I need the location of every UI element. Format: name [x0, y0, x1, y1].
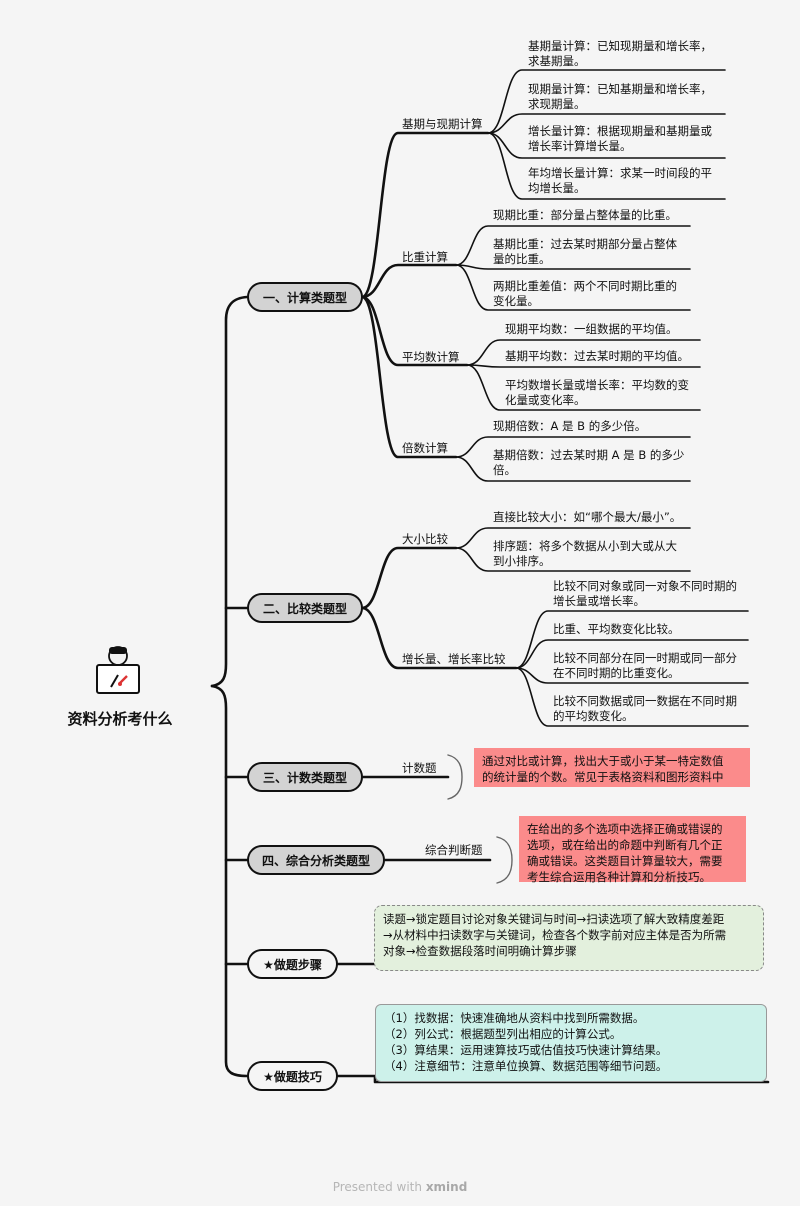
group-proportion[interactable]: 比重计算: [402, 250, 448, 264]
footer-brand: xmind: [425, 1180, 468, 1194]
leaf-average-change[interactable]: 比较不同数据或同一数据在不同时期 的平均数变化。: [553, 694, 737, 723]
leaf-growth-amount[interactable]: 增长量计算：根据现期量和基期量或 增长率计算增长量。: [528, 124, 712, 153]
group-growth-compare[interactable]: 增长量、增长率比较: [402, 652, 506, 666]
group-average[interactable]: 平均数计算: [402, 350, 460, 364]
branch-calculation[interactable]: 一、计算类题型: [247, 282, 363, 312]
leaf-base-proportion[interactable]: 基期比重：过去某时期部分量占整体 量的比重。: [493, 237, 677, 266]
leaf-current-multiple[interactable]: 现期倍数：A 是 B 的多少倍。: [493, 419, 647, 433]
leaf-base-period[interactable]: 基期量计算：已知现期量和增长率， 求基期量。: [528, 39, 712, 68]
leaf-growth-objects[interactable]: 比较不同对象或同一对象不同时期的 增长量或增长率。: [553, 579, 737, 608]
leaf-sorting[interactable]: 排序题：将多个数据从小到大或从大 到小排序。: [493, 539, 677, 568]
branch-counting[interactable]: 三、计数类题型: [247, 762, 363, 792]
counting-question-label[interactable]: 计数题: [402, 761, 437, 775]
branch-tips[interactable]: ★做题技巧: [247, 1061, 338, 1091]
leaf-base-average[interactable]: 基期平均数：过去某时期的平均值。: [505, 349, 689, 363]
group-base-current[interactable]: 基期与现期计算: [402, 117, 483, 131]
counting-note: 通过对比或计算，找出大于或小于某一特定数值 的统计量的个数。常见于表格资料和图形…: [474, 748, 750, 787]
leaf-annual-growth[interactable]: 年均增长量计算：求某一时间段的平 均增长量。: [528, 166, 712, 195]
footer-prefix: Presented with: [332, 1180, 426, 1194]
leaf-proportion-diff[interactable]: 两期比重差值：两个不同时期比重的 变化量。: [493, 279, 677, 308]
tips-note: （1）找数据：快速准确地从资料中找到所需数据。 （2）列公式：根据题型列出相应的…: [375, 1004, 767, 1082]
person-laptop-icon: [96, 646, 140, 694]
leaf-base-multiple[interactable]: 基期倍数：过去某时期 A 是 B 的多少 倍。: [493, 448, 685, 477]
branch-steps[interactable]: ★做题步骤: [247, 949, 338, 979]
leaf-current-proportion[interactable]: 现期比重：部分量占整体量的比重。: [493, 208, 677, 222]
leaf-current-average[interactable]: 现期平均数：一组数据的平均值。: [505, 322, 678, 336]
steps-note: 读题→锁定题目讨论对象关键词与时间→扫读选项了解大致精度差距 →从材料中扫读数字…: [374, 905, 764, 971]
comprehensive-note: 在给出的多个选项中选择正确或错误的 选项，或在给出的命题中判断有几个正 确或错误…: [519, 816, 746, 884]
footer-watermark: Presented with xmind: [0, 1180, 800, 1194]
comprehensive-question-label[interactable]: 综合判断题: [425, 843, 483, 857]
group-size-compare[interactable]: 大小比较: [402, 532, 448, 546]
group-multiple[interactable]: 倍数计算: [402, 441, 448, 455]
root-title: 资料分析考什么: [67, 710, 173, 728]
leaf-proportion-average-change[interactable]: 比重、平均数变化比较。: [553, 622, 680, 636]
branch-comprehensive[interactable]: 四、综合分析类题型: [247, 845, 385, 875]
branch-comparison[interactable]: 二、比较类题型: [247, 593, 363, 623]
leaf-direct-compare[interactable]: 直接比较大小：如“哪个最大/最小”。: [493, 510, 682, 524]
leaf-average-growth[interactable]: 平均数增长量或增长率：平均数的变 化量或变化率。: [505, 378, 689, 407]
leaf-proportion-change[interactable]: 比较不同部分在同一时期或同一部分 在不同时期的比重变化。: [553, 651, 737, 680]
leaf-current-period[interactable]: 现期量计算：已知基期量和增长率， 求现期量。: [528, 82, 712, 111]
